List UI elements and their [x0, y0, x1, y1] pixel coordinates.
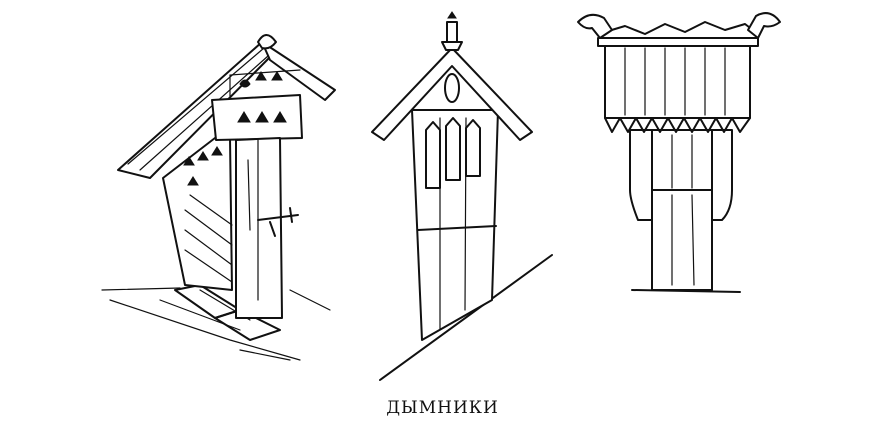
middle-chimney-drawing [371, 11, 553, 381]
left-chimney-drawing [101, 34, 336, 361]
right-chimney-drawing [577, 12, 781, 293]
caption: ДЫМНИКИ [386, 398, 499, 418]
